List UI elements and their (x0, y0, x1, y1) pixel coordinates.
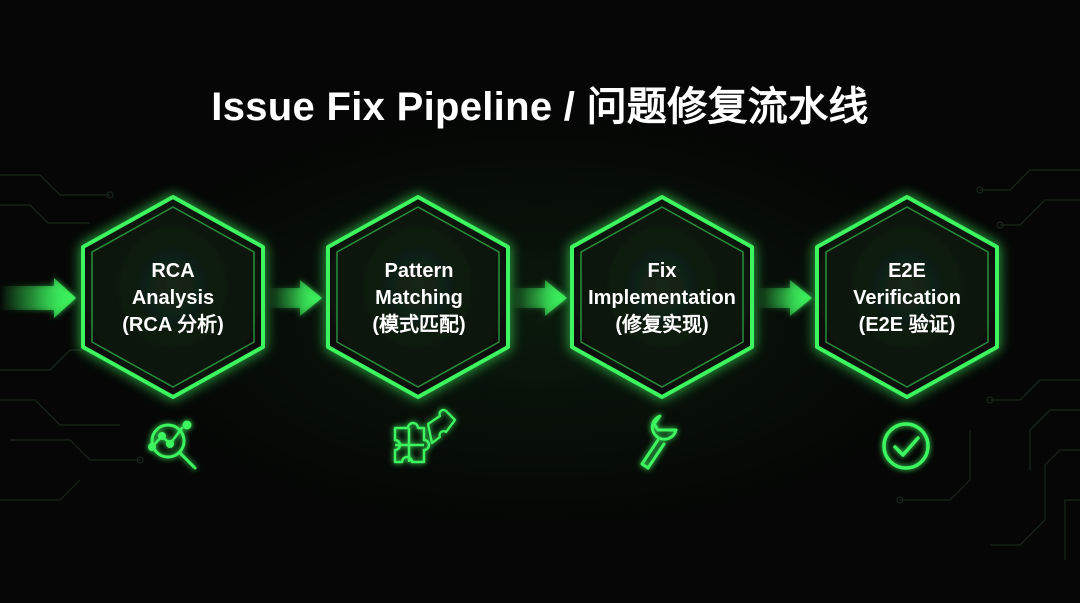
wrench-icon (640, 414, 678, 470)
checkmark-circle-icon (882, 422, 930, 470)
hexagon-verify (815, 195, 999, 399)
diagram-title: Issue Fix Pipeline / 问题修复流水线 (211, 85, 869, 129)
hexagon-verify-inner-border (825, 206, 989, 388)
arrow-in (0, 278, 76, 318)
step-label-line: Verification (853, 287, 961, 309)
hexagon-pattern-inner-border (336, 206, 500, 388)
step-label-line: (RCA 分析) (122, 314, 224, 336)
step-label-line: (E2E 验证) (858, 314, 956, 336)
step-label-line: Implementation (588, 287, 736, 309)
step-label-line: Matching (375, 287, 463, 309)
step-label-line: Pattern (384, 260, 454, 282)
arrow-2-3 (512, 280, 567, 316)
step-rca-analysis: RCA Analysis (RCA 分析) (88, 258, 258, 339)
hexagon-pattern (326, 195, 510, 399)
step-pattern-matching: Pattern Matching (模式匹配) (334, 258, 504, 339)
circuit-decoration-right (896, 169, 1080, 560)
step-label-line: RCA (151, 260, 195, 282)
arrow-3-4 (757, 280, 812, 316)
hexagon-rca-inner-border (91, 206, 255, 388)
arrow-1-2 (268, 280, 322, 316)
step-label-line: Fix (647, 260, 677, 282)
hexagon-nodes (81, 195, 999, 399)
step-e2e-verification: E2E Verification (E2E 验证) (822, 258, 992, 339)
step-label-line: (模式匹配) (372, 314, 466, 336)
puzzle-icon (393, 408, 457, 464)
flow-arrows (0, 278, 812, 318)
step-label-line: E2E (888, 260, 926, 282)
hexagon-rca (81, 195, 265, 399)
magnifier-chart-icon (148, 420, 197, 470)
step-label-line: (修复实现) (615, 314, 709, 336)
hexagon-fix (570, 195, 754, 399)
step-label-line: Analysis (131, 287, 215, 309)
step-fix-implementation: Fix Implementation (修复实现) (577, 258, 747, 339)
hexagon-fix-inner-border (580, 206, 744, 388)
